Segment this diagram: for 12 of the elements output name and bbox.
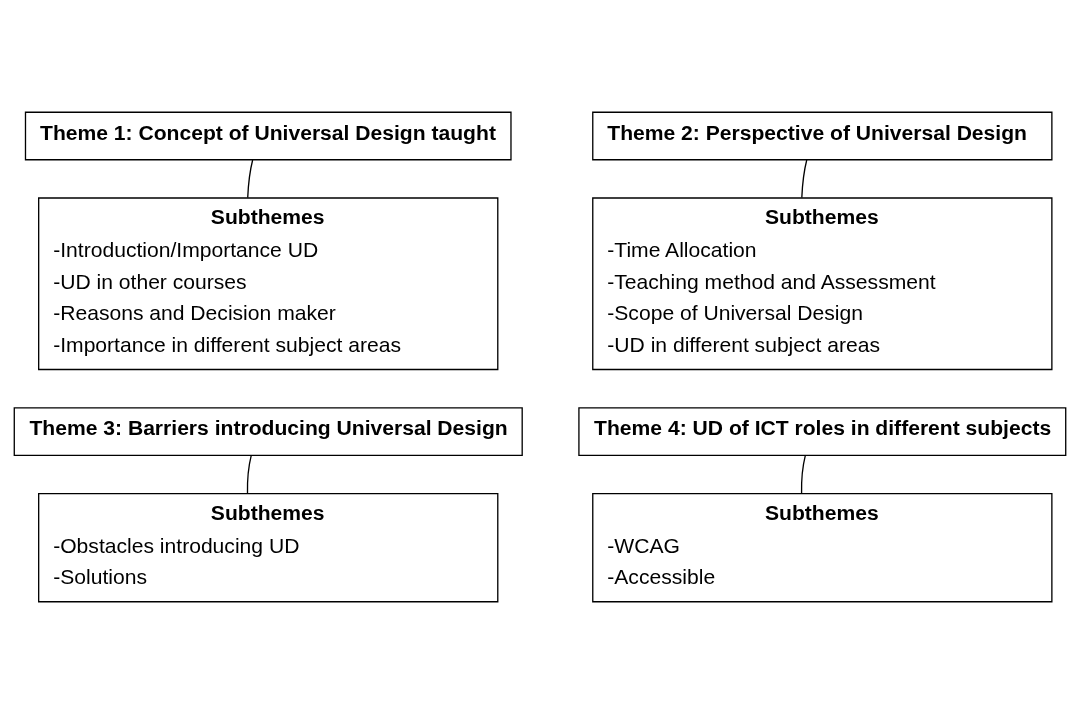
node-box: Subthemes -Obstacles introducing UD -Solutions — [38, 492, 499, 602]
node-box: Subthemes -WCAG -Accessible — [592, 492, 1053, 602]
node-box: Theme 3: Barriers introducing Universal Design — [13, 406, 523, 456]
connector — [800, 454, 806, 494]
node-box: Subthemes -Introduction/Importance UD -UD in other courses -Reasons and Decision maker -Importance in different subject areas — [38, 196, 499, 370]
node-box: Theme 1: Concept of Universal Design taught — [24, 111, 512, 160]
node-box: Theme 4: UD of ICT roles in different subjects — [578, 406, 1067, 456]
connector — [801, 158, 808, 198]
node-box: Theme 2: Perspective of Universal Design — [592, 111, 1053, 160]
node-box: Subthemes -Time Allocation -Teaching method and Assessment -Scope of Universal Design -UD in different subject areas — [592, 196, 1053, 370]
connector — [247, 158, 254, 198]
connector — [246, 454, 252, 494]
